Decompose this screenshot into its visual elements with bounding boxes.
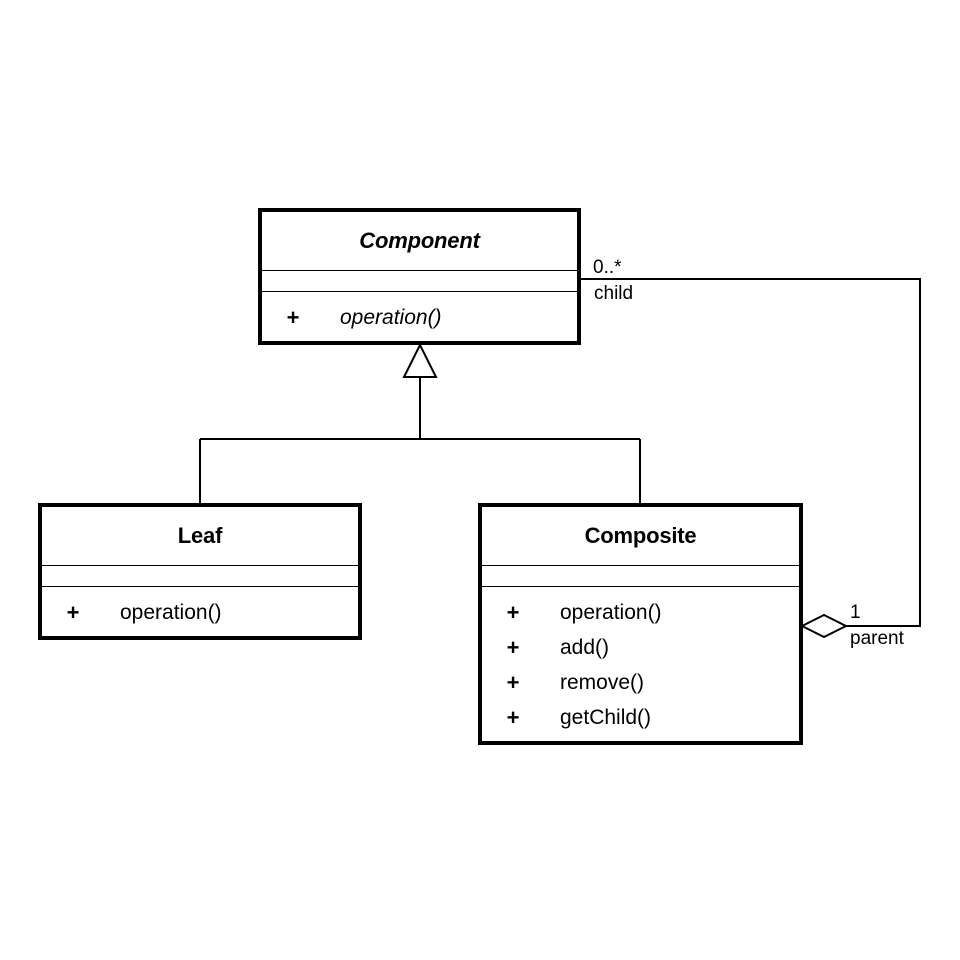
class-name: Leaf: [177, 523, 223, 548]
attributes-compartment: [42, 565, 358, 587]
parent-multiplicity: 1: [850, 602, 861, 623]
aggregation-line: [580, 278, 921, 627]
child-role: child: [594, 283, 634, 304]
operation-row: + operation(): [482, 595, 799, 630]
operation-row: + remove(): [482, 665, 799, 700]
class-name: Component: [359, 228, 480, 253]
operation-signature: add(): [560, 635, 610, 659]
operations-compartment: + operation() + add() + remove() + getCh…: [482, 587, 799, 735]
class-name: Composite: [584, 523, 697, 548]
class-composite[interactable]: Composite + operation() + add() + remove…: [478, 503, 803, 745]
attributes-compartment: [482, 565, 799, 587]
visibility-public: +: [66, 599, 80, 625]
operation-signature: operation(): [120, 600, 222, 624]
class-component[interactable]: Component + operation(): [258, 208, 581, 345]
operation-row: + getChild(): [482, 700, 799, 735]
visibility-public: +: [506, 599, 520, 625]
operation-signature: getChild(): [560, 705, 652, 729]
aggregation-diamond: [799, 613, 849, 639]
operation-row: + add(): [482, 630, 799, 665]
parent-role: parent: [850, 628, 904, 649]
visibility-public: +: [506, 669, 520, 695]
class-leaf[interactable]: Leaf + operation(): [38, 503, 362, 640]
operation-signature: operation(): [340, 305, 442, 329]
operation-signature: remove(): [560, 670, 645, 694]
inheritance-arrowhead: [402, 342, 438, 378]
operation-row: + operation(): [262, 300, 577, 335]
visibility-public: +: [286, 304, 300, 330]
visibility-public: +: [506, 634, 520, 660]
operations-compartment: + operation(): [42, 587, 358, 630]
visibility-public: +: [506, 704, 520, 730]
operation-row: + operation(): [42, 595, 358, 630]
child-multiplicity: 0..*: [593, 257, 622, 278]
operations-compartment: + operation(): [262, 292, 577, 335]
attributes-compartment: [262, 270, 577, 292]
operation-signature: operation(): [560, 600, 662, 624]
